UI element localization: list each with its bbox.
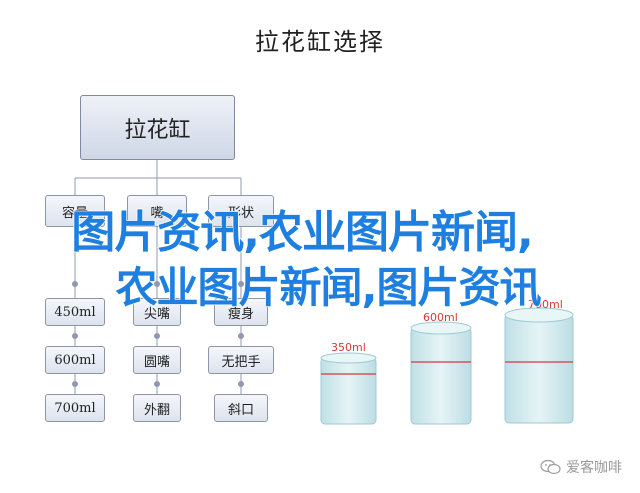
branch-header-spout: 嘴 bbox=[127, 195, 187, 227]
spout-option-pointed: 尖嘴 bbox=[133, 298, 181, 326]
shape-option-no-handle: 无把手 bbox=[208, 346, 274, 374]
cup-label-700ml: 700ml bbox=[528, 298, 563, 311]
watermark-text: 爱客咖啡 bbox=[566, 460, 622, 476]
cup-350ml bbox=[320, 352, 377, 425]
spout-option-round: 圆嘴 bbox=[133, 346, 181, 374]
overlay-headline-1: 图片资讯,农业图片新闻, bbox=[71, 206, 535, 259]
cup-600ml bbox=[410, 321, 472, 425]
cup-700ml bbox=[504, 307, 574, 424]
cup-label-350ml: 350ml bbox=[331, 341, 366, 354]
branch-header-capacity: 容量 bbox=[45, 195, 105, 227]
overlay-headline-2: 农业图片新闻,图片资讯 bbox=[115, 262, 542, 313]
capacity-option-600ml: 600ml bbox=[45, 346, 105, 374]
shape-option-slim: 瘦身 bbox=[214, 298, 268, 326]
page-title: 拉花缸选择 bbox=[255, 28, 385, 56]
watermark: 爱客咖啡 bbox=[540, 457, 622, 477]
capacity-option-450ml: 450ml bbox=[45, 298, 105, 326]
tree-root-node: 拉花缸 bbox=[80, 95, 235, 160]
cup-label-600ml: 600ml bbox=[423, 311, 458, 324]
spout-option-flared: 外翻 bbox=[133, 394, 181, 422]
branch-header-shape: 形状 bbox=[208, 195, 274, 227]
wechat-icon bbox=[540, 459, 561, 475]
capacity-option-700ml: 700ml bbox=[45, 394, 105, 422]
shape-option-slanted: 斜口 bbox=[214, 394, 268, 422]
